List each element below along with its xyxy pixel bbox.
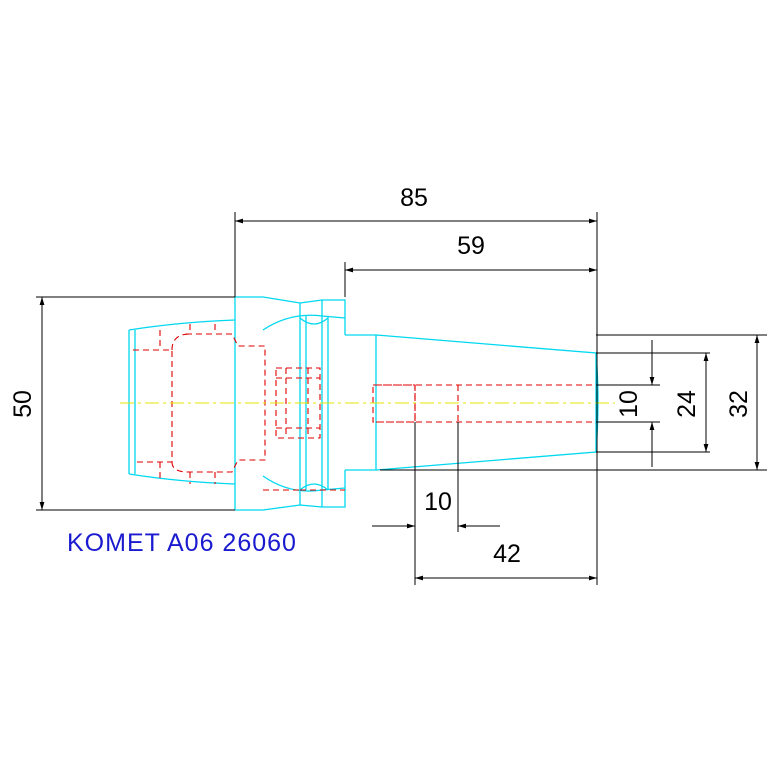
dim-shank-outer-diameter: 32 [725, 390, 753, 418]
dim-bore-diameter: 10 [615, 390, 643, 418]
dim-shank-end-diameter: 24 [673, 390, 701, 418]
dimension-lines [36, 212, 767, 585]
part-label: KOMET A06 26060 [67, 529, 297, 557]
dim-shank-length: 59 [457, 232, 485, 260]
dim-bore-depth: 42 [493, 540, 521, 568]
dim-flange-diameter: 50 [9, 390, 37, 418]
hidden-lines [133, 324, 596, 491]
dim-counterbore-depth: 10 [424, 488, 452, 516]
dim-overall-length: 85 [400, 184, 428, 212]
